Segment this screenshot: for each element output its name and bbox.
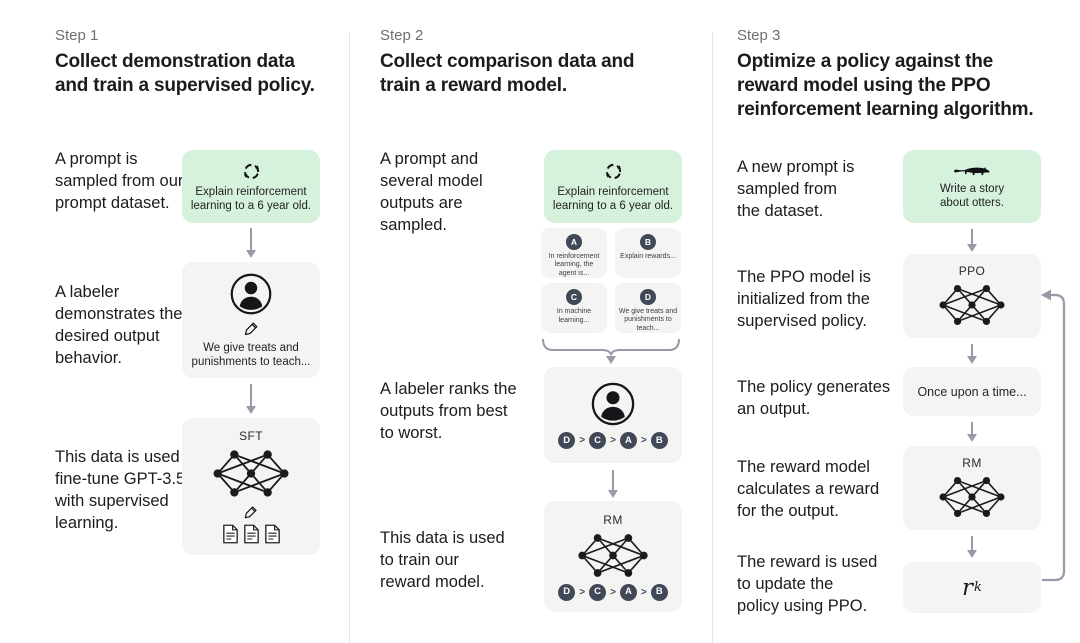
sft-box: SFT [182,418,320,555]
reward-subscript: k [974,580,982,595]
output-text: Explain rewards... [620,253,676,260]
caption: A new prompt is sampled from the dataset… [737,158,855,220]
document-icon [264,524,280,544]
policy-output-text: Once upon a time... [917,384,1027,399]
model-label: SFT [239,429,263,443]
caption: A prompt and several model outputs are s… [380,150,483,234]
caption: This data is used to train our reward mo… [380,529,505,591]
person-icon [230,273,272,314]
network-icon [939,476,1005,518]
rank-badge: C [589,432,607,449]
document-icon [222,524,238,544]
model-label: RM [603,512,623,527]
caption: A labeler demonstrates the desired outpu… [55,283,183,367]
output-card: C In machine learning... [541,283,607,333]
ranking-row: D > C > A > B [558,432,668,449]
rank-badge: A [619,583,637,601]
model-label: RM [962,456,982,470]
network-icon [213,450,289,497]
ppo-box: PPO [903,254,1041,338]
rank-separator: > [610,586,616,598]
rank-separator: > [579,435,586,446]
caption: The reward is used to update the policy … [737,553,878,615]
caption: This data is used to fine-tune GPT-3.5 w… [55,448,198,532]
person-icon [591,382,635,426]
model-label: PPO [958,264,986,278]
prompt-box: Explain reinforcement learning to a 6 ye… [182,150,320,223]
network-icon [939,284,1005,326]
rank-badge: B [650,432,668,449]
down-arrow [608,470,618,498]
column-title: Optimize a policy against the reward mod… [737,51,1034,120]
column-title: Collect demonstration data and train a s… [55,51,315,96]
caption: The reward model calculates a reward for… [737,458,880,520]
prompt-box: Explain reinforcement learning to a 6 ye… [544,150,682,223]
caption: A prompt is sampled from our prompt data… [55,150,184,212]
ranking-row: D > C > A > B [558,583,668,601]
down-arrow [967,344,977,364]
column-divider [712,32,713,643]
feedback-loop-arrow [1041,289,1066,582]
step-label: Step 2 [380,27,424,44]
prompt-box: Write a story about otters. [903,150,1041,223]
rank-separator: > [610,435,616,446]
prompt-text: Write a story about otters. [939,182,1005,209]
down-arrow [967,536,977,558]
down-arrow [967,229,977,252]
output-card: D We give treats and punishments to teac… [615,283,681,333]
brace-connector [542,338,680,364]
pencil-icon [244,506,257,519]
rank-separator: > [640,435,647,446]
sample-cycle-icon [243,163,259,179]
output-text: We give treats and punishments to teach.… [618,307,678,332]
rank-badge: B [650,583,668,601]
down-arrow [246,228,256,258]
output-card: B Explain rewards... [615,228,681,278]
otter-icon [954,167,990,175]
prompt-text: Explain reinforcement learning to a 6 ye… [552,185,674,212]
sample-cycle-icon [605,163,621,179]
labeler-output-text: We give treats and punishments to teach.… [191,341,311,368]
step-label: Step 1 [55,27,99,44]
document-icon [243,524,259,544]
caption: The PPO model is initialized from the su… [737,268,871,330]
column-title: Collect comparison data and train a rewa… [380,51,635,96]
rm-box: RM [903,446,1041,530]
policy-output-box: Once upon a time... [903,367,1041,416]
rm-box: RM D > C > A > B [544,501,682,612]
reward-symbol: r [962,574,974,601]
ranking-box: D > C > A > B [544,367,682,463]
rank-badge: A [619,432,637,449]
rank-badge: D [558,583,576,601]
caption: The policy generates an output. [737,378,891,418]
documents-icon [222,524,281,544]
pencil-icon [244,322,257,335]
caption: A labeler ranks the outputs from best to… [380,380,517,442]
rank-badge: C [589,583,607,601]
column-divider [349,32,350,643]
rank-separator: > [640,586,647,598]
network-icon [578,533,648,577]
output-text: In reinforcement learning, the agent is.… [548,252,600,277]
output-text: In machine learning... [556,308,592,324]
down-arrow [967,422,977,442]
output-badge: A [566,234,582,250]
output-badge: C [566,289,582,305]
prompt-text: Explain reinforcement learning to a 6 ye… [190,185,312,212]
down-arrow [246,384,256,414]
labeler-box: We give treats and punishments to teach.… [182,262,320,378]
step-label: Step 3 [737,27,781,44]
output-badge: D [640,289,656,305]
rank-badge: D [558,432,576,449]
rank-separator: > [579,586,586,598]
output-badge: B [640,234,656,250]
output-card: A In reinforcement learning, the agent i… [541,228,607,278]
